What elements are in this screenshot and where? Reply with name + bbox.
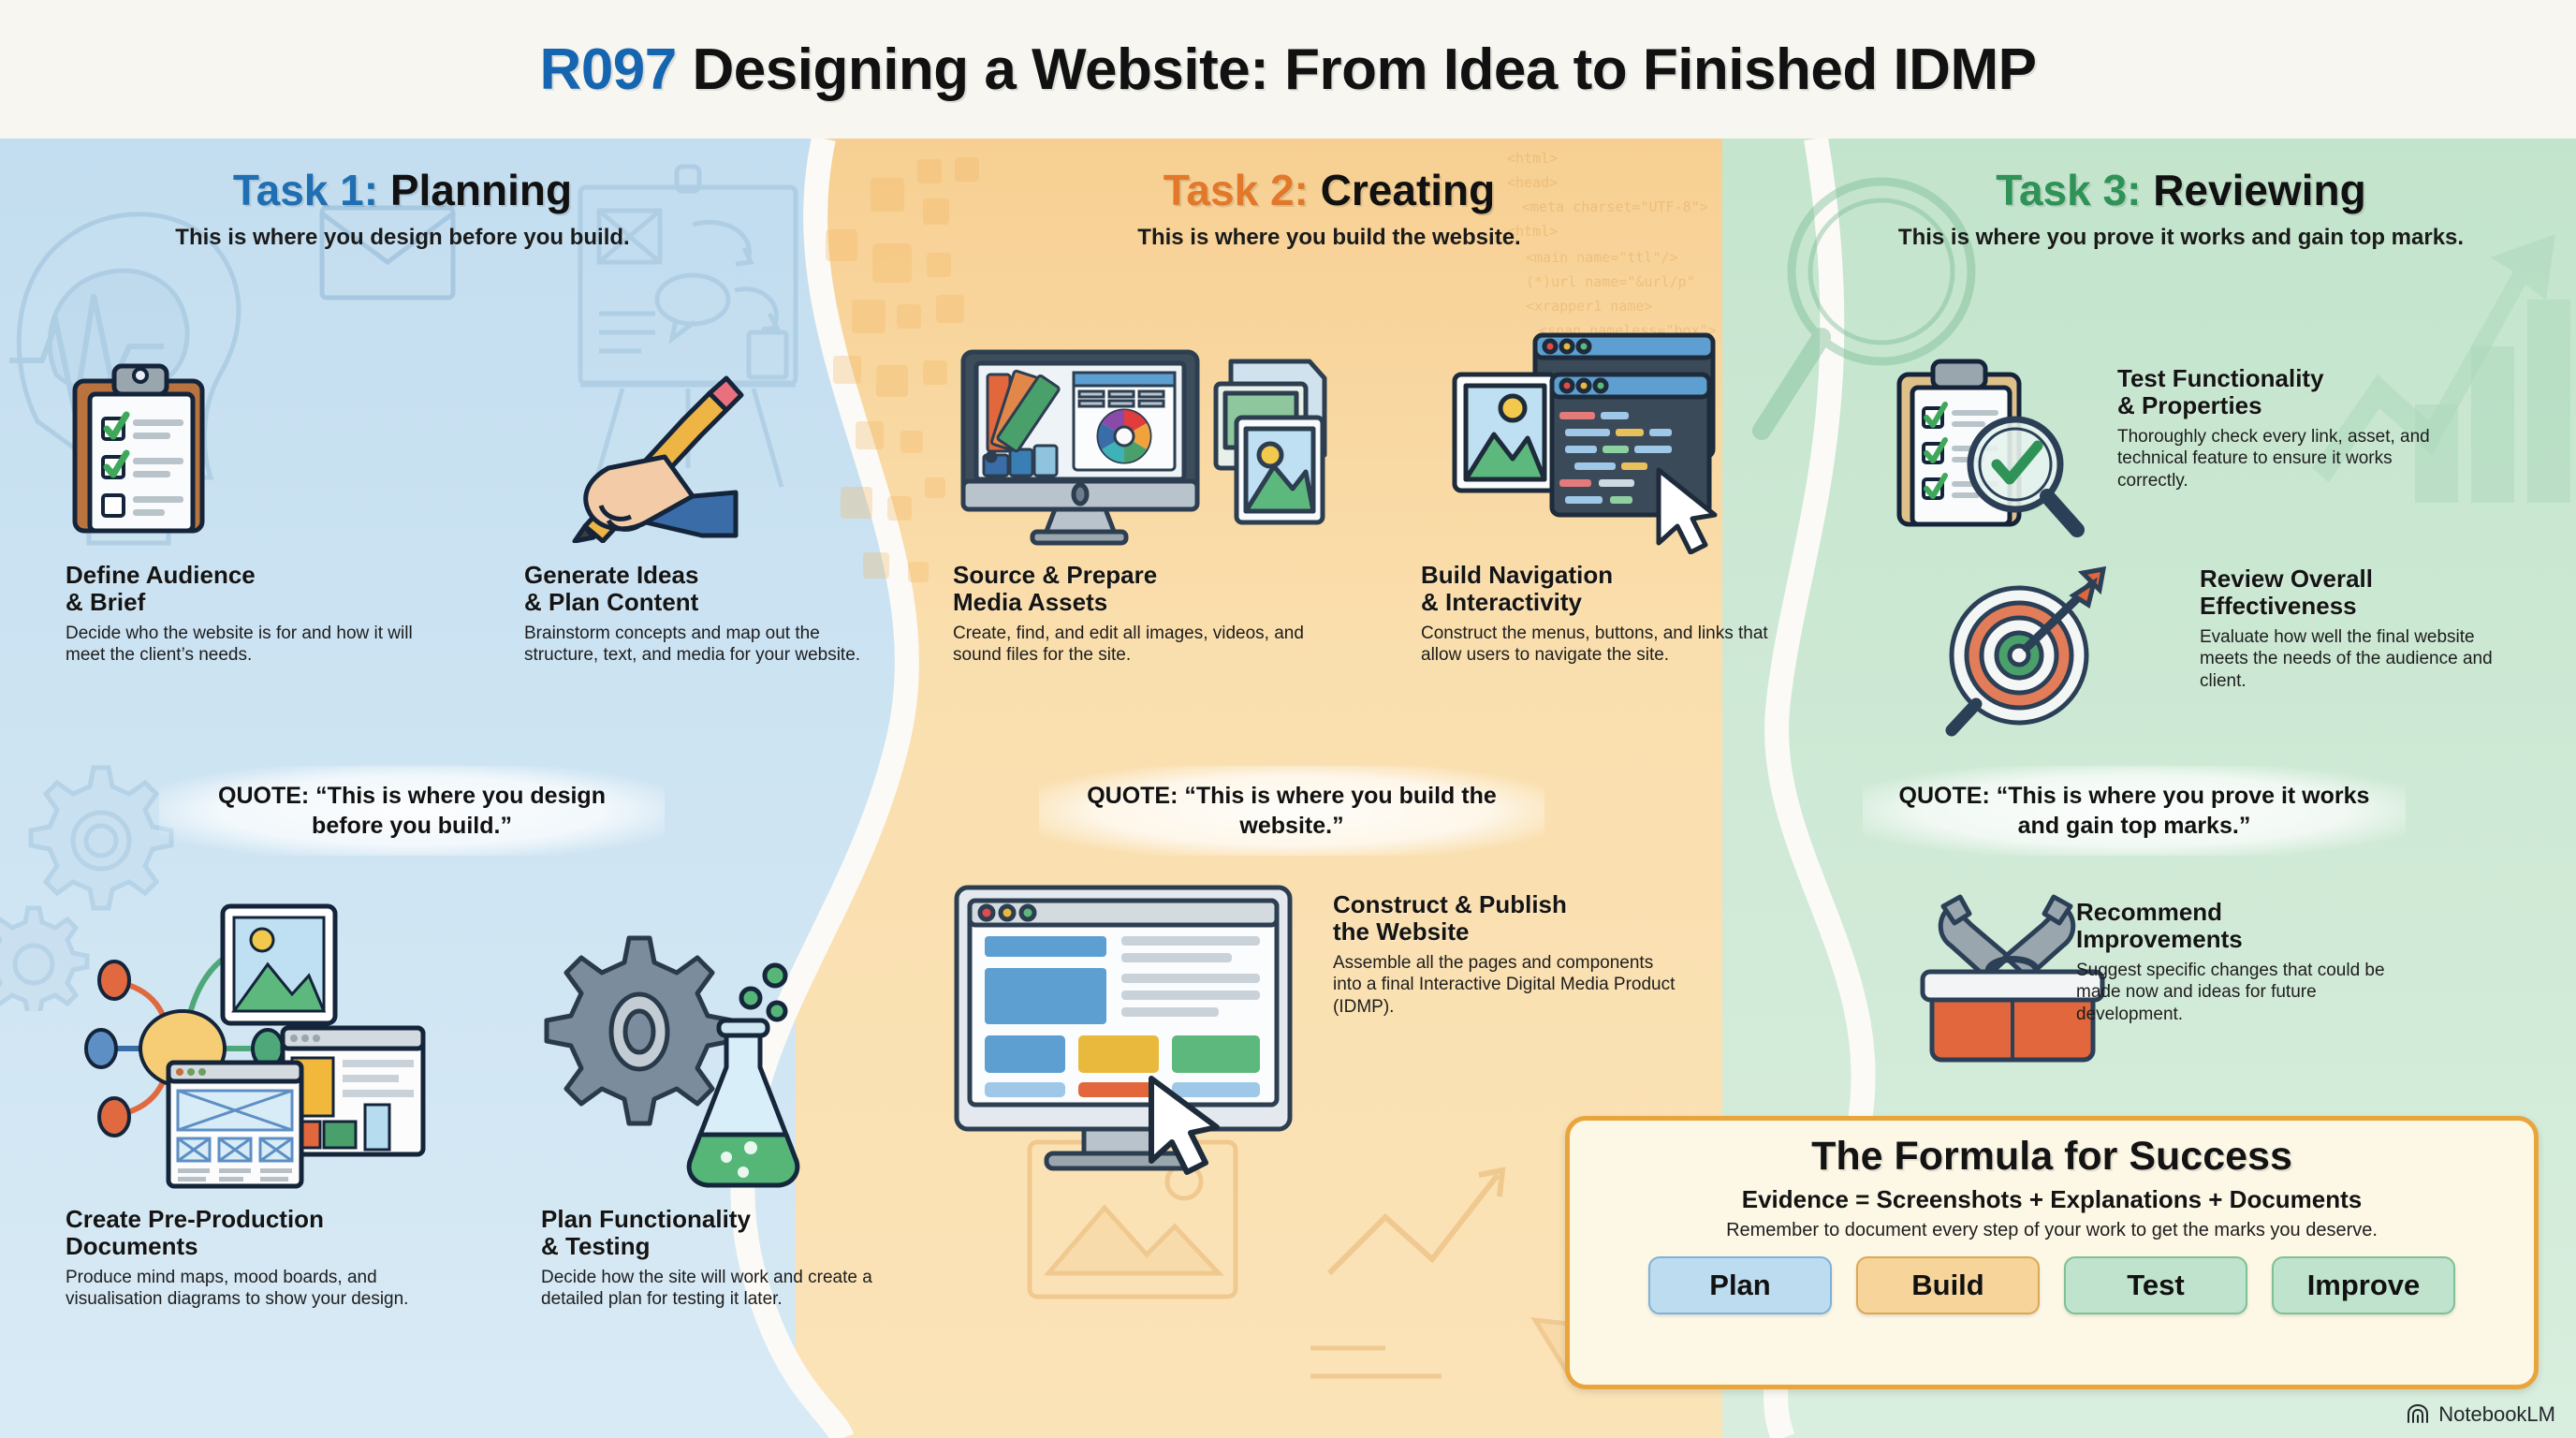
- hand-pencil-icon: [572, 375, 744, 543]
- item-desc: Decide how the site will work and create…: [541, 1268, 872, 1310]
- item-desc: Produce mind maps, mood boards, and visu…: [66, 1268, 409, 1310]
- item-desc: Decide who the website is for and how it…: [66, 624, 413, 666]
- column-subtitle-reviewing: This is where you prove it works and gai…: [1897, 225, 2465, 250]
- column-header-creating: Task 2: Creating This is where you build…: [945, 165, 1713, 252]
- item-desc: Create, find, and edit all images, video…: [953, 624, 1304, 666]
- task-label-1: Task 1:: [232, 166, 379, 214]
- item-desc: Assemble all the pages and components in…: [1333, 953, 1676, 1017]
- column-title-reviewing: Task 3: Reviewing: [1807, 165, 2555, 215]
- chip-plan[interactable]: Plan: [1648, 1256, 1832, 1314]
- code-window-cursor-icon: [1452, 332, 1718, 554]
- chip-improve[interactable]: Improve: [2272, 1256, 2455, 1314]
- notebooklm-logo-icon: [2408, 1403, 2429, 1423]
- header-bar: R097 Designing a Website: From Idea to F…: [0, 0, 2576, 139]
- item-title: Construct & Publish the Website: [1333, 890, 1567, 946]
- item-test-functionality: Test Functionality & Properties Thorough…: [2117, 364, 2464, 492]
- page-title: R097 Designing a Website: From Idea to F…: [540, 37, 2037, 103]
- item-recommend-improvements: Recommend Improvements Suggest specific …: [2076, 898, 2385, 1025]
- item-plan-functionality: Plan Functionality & Testing Decide how …: [541, 1205, 887, 1311]
- column-header-planning: Task 1: Planning This is where you desig…: [56, 165, 749, 252]
- item-build-navigation: Build Navigation & Interactivity Constru…: [1421, 561, 1777, 667]
- item-desc: Evaluate how well the final website meet…: [2200, 627, 2493, 691]
- watermark: NotebookLM: [2406, 1402, 2555, 1427]
- item-title: Create Pre-Production Documents: [66, 1205, 324, 1261]
- item-title: Generate Ideas & Plan Content: [524, 561, 699, 617]
- clipboard-checklist-icon: [72, 363, 205, 534]
- formula-for-success-box: The Formula for Success Evidence = Scree…: [1565, 1116, 2539, 1389]
- formula-equation: Evidence = Screenshots + Explanations + …: [1741, 1185, 2363, 1213]
- monitor-palette-icon: [960, 349, 1327, 546]
- gear-flask-icon: [544, 935, 800, 1188]
- column-subtitle-creating: This is where you build the website.: [1137, 225, 1521, 250]
- clipboard-magnifier-icon: [1896, 359, 2085, 537]
- item-title: Build Navigation & Interactivity: [1421, 561, 1614, 617]
- item-desc: Suggest specific changes that could be m…: [2076, 961, 2385, 1024]
- item-desc: Construct the menus, buttons, and links …: [1421, 624, 1768, 666]
- mouse-cursor-icon: [1149, 1076, 1220, 1175]
- column-header-reviewing: Task 3: Reviewing This is where you prov…: [1807, 165, 2555, 252]
- quote-planning: QUOTE: “This is where you design before …: [159, 766, 665, 856]
- chip-test[interactable]: Test: [2064, 1256, 2247, 1314]
- item-generate-ideas: Generate Ideas & Plan Content Brainstorm…: [524, 561, 889, 667]
- column-title-planning: Task 1: Planning: [56, 165, 749, 215]
- task-label-3: Task 3:: [1996, 166, 2142, 214]
- formula-title: The Formula for Success: [1811, 1134, 2292, 1179]
- column-subtitle-planning: This is where you design before you buil…: [175, 225, 630, 250]
- item-construct-publish: Construct & Publish the Website Assemble…: [1333, 890, 1679, 1018]
- item-title: Test Functionality & Properties: [2117, 364, 2324, 420]
- item-title: Recommend Improvements: [2076, 898, 2243, 954]
- task-name-1: Planning: [389, 166, 573, 214]
- target-dart-icon: [1945, 565, 2107, 737]
- mouse-cursor-icon: [1656, 467, 1718, 554]
- page-title-text: Designing a Website: From Idea to Finish…: [692, 37, 2037, 102]
- formula-chip-row: Plan Build Test Improve: [1570, 1256, 2534, 1314]
- item-desc: Thoroughly check every link, asset, and …: [2117, 427, 2430, 491]
- item-title: Source & Prepare Media Assets: [953, 561, 1158, 617]
- task-name-2: Creating: [1320, 166, 1496, 214]
- task-name-3: Reviewing: [2153, 166, 2366, 214]
- item-create-preproduction: Create Pre-Production Documents Produce …: [66, 1205, 449, 1311]
- item-desc: Brainstorm concepts and map out the stru…: [524, 624, 861, 666]
- formula-note: Remember to document every step of your …: [1726, 1220, 2378, 1240]
- desktop-publish-icon: [954, 885, 1293, 1175]
- chip-build[interactable]: Build: [1856, 1256, 2040, 1314]
- watermark-label: NotebookLM: [2438, 1402, 2555, 1426]
- unit-code: R097: [539, 37, 678, 102]
- quote-creating: QUOTE: “This is where you build the webs…: [1039, 766, 1544, 856]
- item-review-effectiveness: Review Overall Effectiveness Evaluate ho…: [2200, 565, 2518, 692]
- item-title: Review Overall Effectiveness: [2200, 565, 2373, 621]
- task-label-2: Task 2:: [1163, 166, 1309, 214]
- item-source-media: Source & Prepare Media Assets Create, fi…: [953, 561, 1309, 667]
- item-title: Define Audience & Brief: [66, 561, 256, 617]
- mindmap-wireframe-icon: [84, 903, 426, 1189]
- quote-reviewing: QUOTE: “This is where you prove it works…: [1863, 766, 2406, 856]
- item-title: Plan Functionality & Testing: [541, 1205, 751, 1261]
- column-title-creating: Task 2: Creating: [945, 165, 1713, 215]
- item-define-audience: Define Audience & Brief Decide who the w…: [66, 561, 421, 667]
